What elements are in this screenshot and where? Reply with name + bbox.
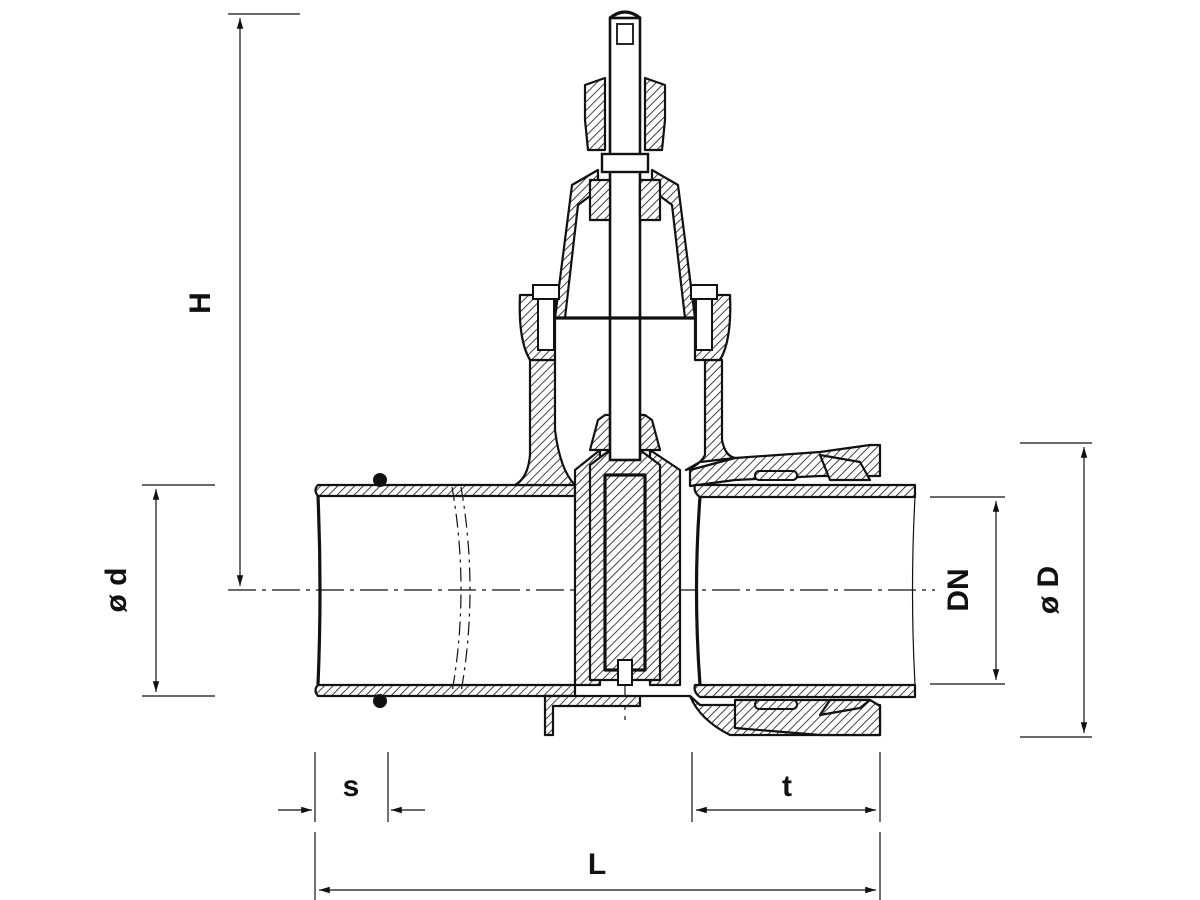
dimension-label-DN: DN (942, 568, 975, 611)
valve-stem (600, 10, 650, 686)
dimension-lines (142, 13, 1092, 900)
bonnet (518, 76, 732, 362)
dimension-label-D: ø D (1032, 566, 1065, 614)
inserted-pipe (693, 453, 917, 717)
dimension-label-L: L (588, 848, 606, 881)
dimension-label-H: H (184, 292, 217, 314)
gasket-bottom (754, 699, 798, 710)
seal-ring-bottom (373, 694, 387, 708)
gate-wedge (588, 413, 662, 682)
seal-ring-top (373, 473, 387, 487)
dimension-label-t: t (782, 770, 792, 803)
dimension-label-s: s (343, 770, 360, 803)
gasket-top (754, 470, 798, 481)
dimension-label-d: ø d (100, 568, 133, 613)
